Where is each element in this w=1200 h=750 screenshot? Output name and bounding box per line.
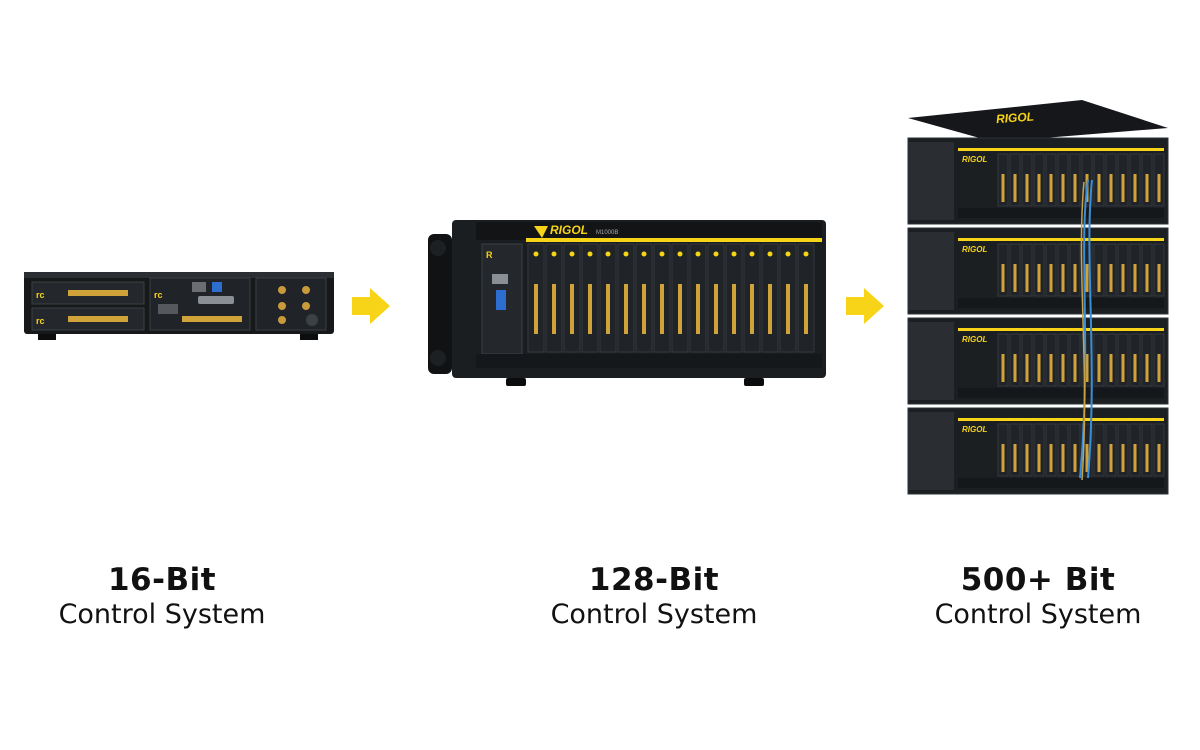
svg-text:rc: rc bbox=[36, 290, 45, 300]
system-label: Control System bbox=[934, 599, 1142, 630]
caption-128-bit: 128-Bit Control System bbox=[534, 562, 774, 632]
svg-text:R: R bbox=[486, 250, 493, 260]
svg-text:RIGOL: RIGOL bbox=[962, 335, 987, 344]
product-image-500-bit: RIGOL RIGOL RIGOL RIGOL RIGOL bbox=[907, 100, 1169, 495]
svg-text:RIGOL: RIGOL bbox=[962, 245, 987, 254]
bit-count-label: 16-Bit bbox=[107, 562, 217, 598]
product-image-128-bit: RIGOL M1000B R bbox=[428, 220, 826, 386]
product-image-16-bit: rc rc rc bbox=[24, 272, 334, 340]
bit-count-label: 500+ Bit bbox=[960, 562, 1116, 598]
svg-text:rc: rc bbox=[154, 290, 163, 300]
svg-text:RIGOL: RIGOL bbox=[996, 109, 1035, 126]
caption-500-bit: 500+ Bit Control System bbox=[918, 562, 1158, 632]
svg-text:rc: rc bbox=[36, 316, 45, 326]
arrow-right-icon bbox=[352, 288, 390, 324]
system-label: Control System bbox=[550, 599, 758, 630]
svg-text:RIGOL: RIGOL bbox=[550, 223, 588, 237]
bit-count-label: 128-Bit bbox=[588, 562, 720, 598]
arrow-right-icon bbox=[846, 288, 884, 324]
svg-text:RIGOL: RIGOL bbox=[962, 425, 987, 434]
system-label: Control System bbox=[58, 599, 266, 630]
caption-16-bit: 16-Bit Control System bbox=[42, 562, 282, 632]
svg-text:RIGOL: RIGOL bbox=[962, 155, 987, 164]
svg-text:M1000B: M1000B bbox=[596, 230, 618, 236]
